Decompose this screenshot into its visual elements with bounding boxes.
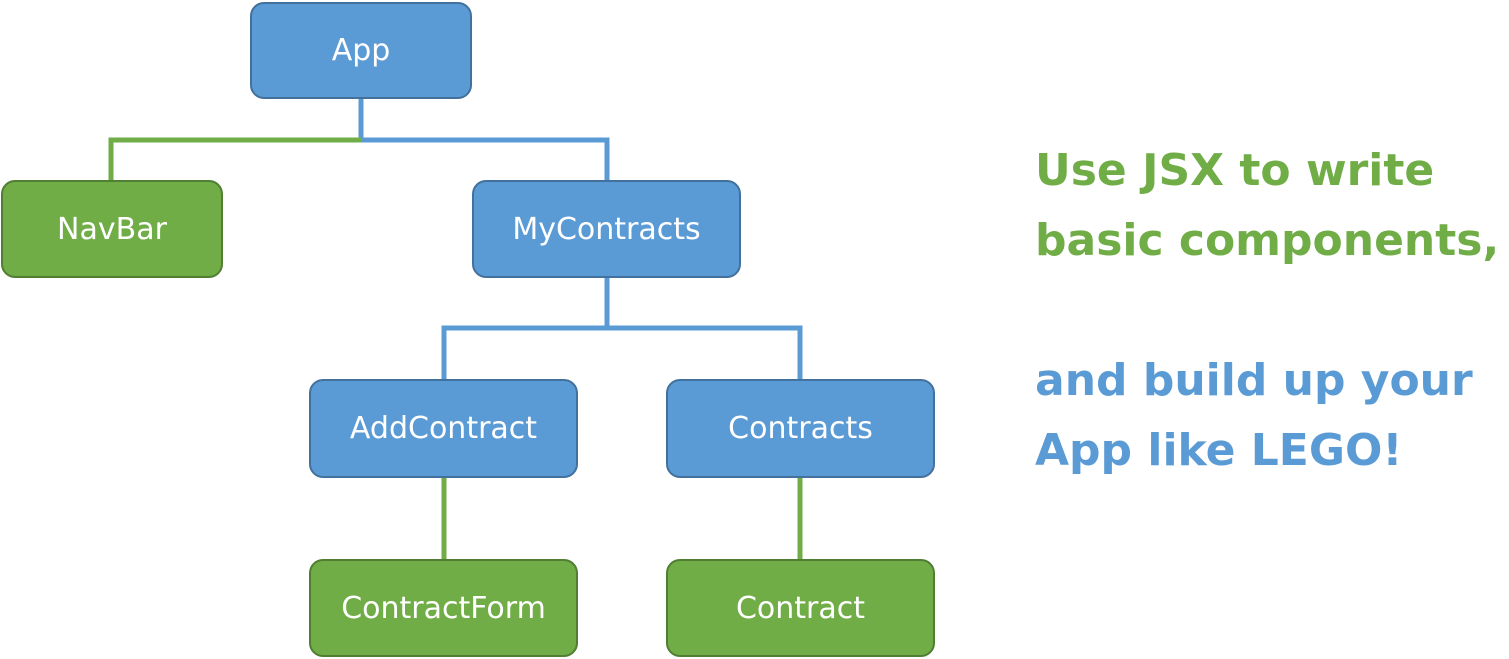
tagline-blue-line-1: and build up your [1035,355,1473,406]
node-contract: Contract [666,559,935,657]
connector-app-navbar [108,137,361,181]
node-contracts: Contracts [666,379,935,478]
node-mycontracts: MyContracts [472,180,741,278]
connector-mycontracts-contracts [607,325,803,380]
node-addcontract: AddContract [309,379,578,478]
tagline-blue: and build up your App like LEGO! [1035,346,1473,486]
connector-app-mycontracts [358,98,610,181]
node-navbar: NavBar [1,180,223,278]
node-contractform: ContractForm [309,559,578,657]
tagline-green-line-2: basic components, [1035,215,1500,266]
tagline-green: Use JSX to write basic components, [1035,136,1499,276]
node-app: App [250,2,472,99]
tagline-blue-line-2: App like LEGO! [1035,425,1403,476]
tagline-green-line-1: Use JSX to write [1035,145,1435,196]
connector-mycontracts-addcontract [441,277,610,380]
